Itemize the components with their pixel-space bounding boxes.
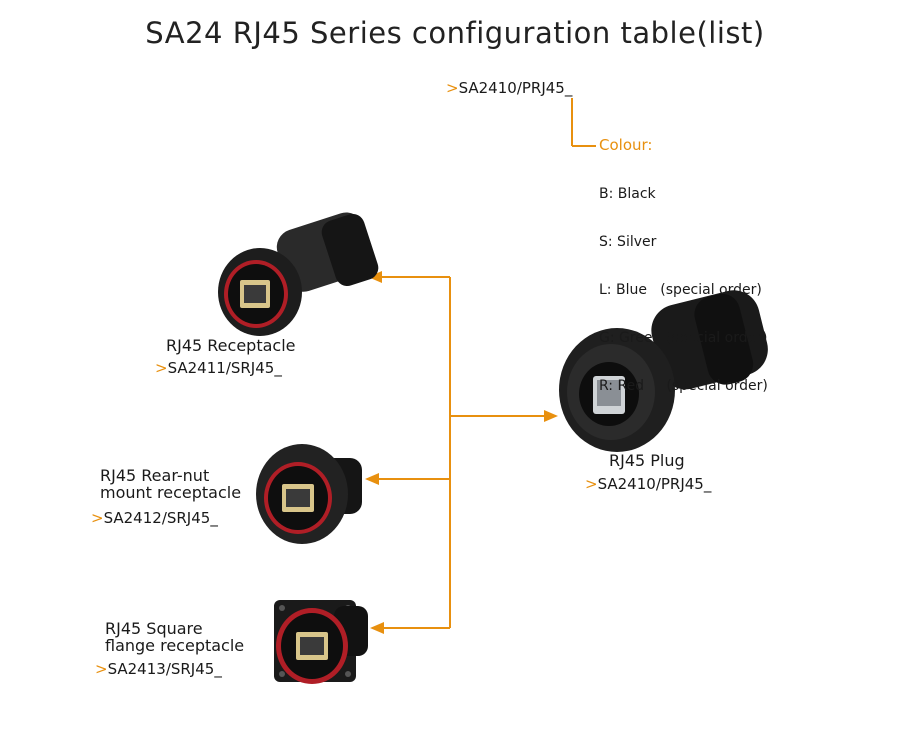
- plug-code: >SA2410/PRJ45_: [585, 475, 712, 493]
- colour-option-green: G: Green (special order): [599, 330, 768, 346]
- square-flange-code: >SA2413/SRJ45_: [95, 660, 222, 678]
- square-flange-name: RJ45 Square flange receptacle: [105, 619, 245, 655]
- page-title: SA24 RJ45 Series configuration table(lis…: [145, 16, 765, 50]
- arrow-rear-nut: [365, 473, 379, 485]
- receptacle-name: RJ45 Receptacle: [166, 336, 296, 355]
- colour-option-blue: L: Blue (special order): [599, 282, 762, 298]
- plug-name: RJ45 Plug: [609, 451, 685, 470]
- colour-option-red: R: Red (special order): [599, 378, 768, 394]
- colour-options: B: Black S: Silver L: Blue (special orde…: [599, 154, 768, 410]
- top-product-code: >SA2410/PRJ45_: [446, 79, 573, 97]
- receptacle-code: >SA2411/SRJ45_: [155, 359, 282, 377]
- rj45-rear-nut-image: [256, 444, 362, 544]
- colour-option-silver: S: Silver: [599, 234, 657, 250]
- rj45-receptacle-image: [218, 212, 379, 336]
- arrow-receptacle: [368, 271, 382, 283]
- arrow-plug: [544, 410, 558, 422]
- rear-nut-code: >SA2412/SRJ45_: [91, 509, 218, 527]
- code-marker: >: [446, 79, 459, 97]
- colour-option-black: B: Black: [599, 186, 656, 202]
- rj45-square-flange-image: [274, 600, 368, 684]
- rear-nut-name: RJ45 Rear-nut mount receptacle: [100, 466, 242, 502]
- colour-label: Colour:: [599, 136, 653, 154]
- arrow-square-flange: [370, 622, 384, 634]
- rj45-plug-image: [559, 290, 768, 452]
